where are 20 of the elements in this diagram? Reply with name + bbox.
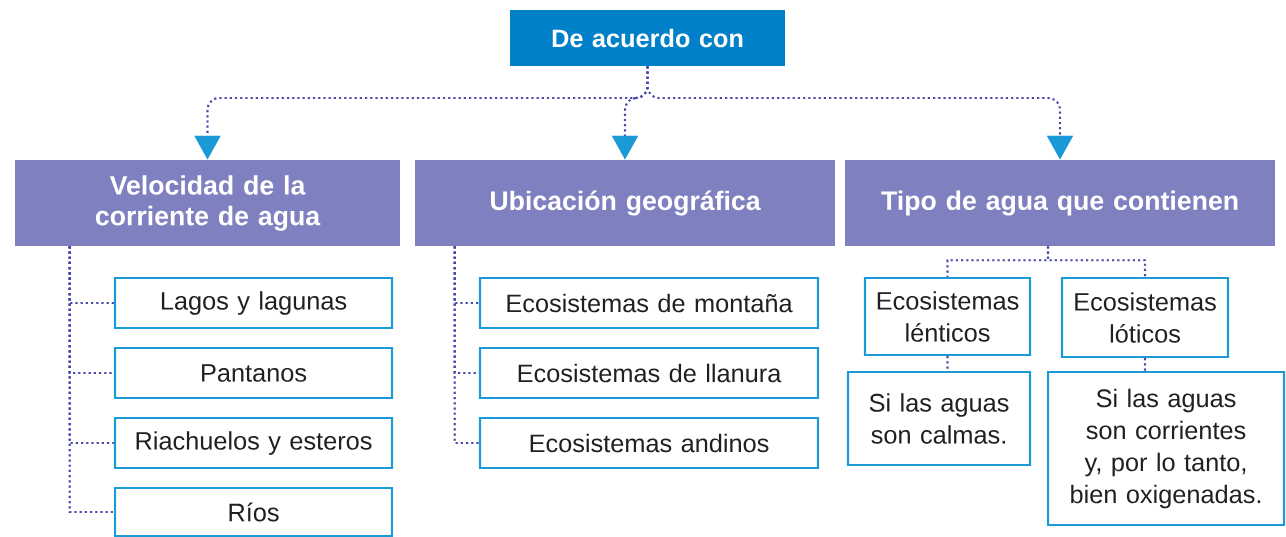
category-banner: Velocidad de la corriente de agua xyxy=(15,160,400,246)
text-box: Si las aguas son calmas. xyxy=(846,370,1032,467)
text-box: Lagos y lagunas xyxy=(113,276,394,330)
text-box: Si las aguas son corrientes y, por lo tanto, bien oxigenadas. xyxy=(1046,370,1286,527)
text-box: Ecosistemas lénticos xyxy=(863,276,1032,357)
text-box: Ecosistemas andinos xyxy=(478,416,820,470)
text-box: Ecosistemas lóticos xyxy=(1060,276,1230,359)
heading-box: De acuerdo con xyxy=(510,10,785,66)
category-banner: Ubicación geográfica xyxy=(415,160,835,246)
category-banner: Tipo de agua que contienen xyxy=(845,160,1275,246)
text-box: Ecosistemas de llanura xyxy=(478,346,820,400)
text-box: Ríos xyxy=(113,486,394,537)
text-box: Riachuelos y esteros xyxy=(113,416,394,470)
connector-line xyxy=(453,246,479,445)
connector-line xyxy=(68,246,114,514)
text-box: Ecosistemas de montaña xyxy=(478,276,820,330)
text-box: Pantanos xyxy=(113,346,394,400)
connector-line xyxy=(1143,358,1147,371)
connector-line xyxy=(1046,246,1147,277)
connector-line xyxy=(946,356,949,371)
